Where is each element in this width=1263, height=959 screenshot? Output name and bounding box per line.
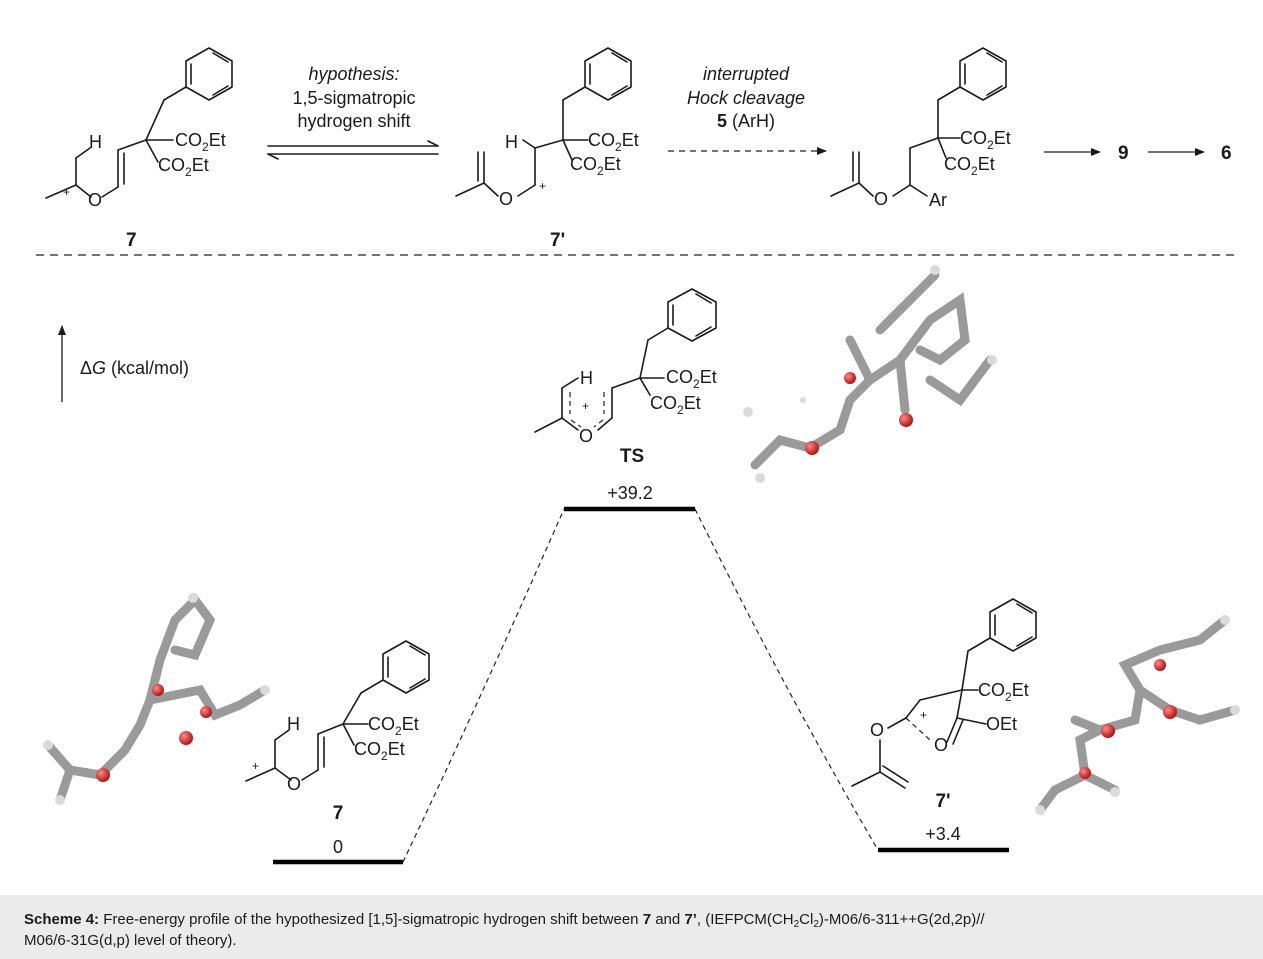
compound-label-9: 9 [1118,143,1129,164]
figure-caption: Scheme 4: Free-energy profile of the hyp… [0,895,1263,959]
compound-label-7prime-bottom: 7' [935,791,950,812]
arrow-reagent: 5 (ArH) [717,111,775,131]
arrow-hypothesis: hypothesis: [308,64,399,84]
level-7prime-value: +3.4 [925,824,961,844]
caption-text: , (IEFPCM(CH [696,911,794,928]
o-atom: O [287,774,301,794]
ester-label: CO2Et [944,154,995,178]
ester-label: CO2Et [354,739,405,763]
molecule-product-top [830,47,1007,197]
caption-text: Cl [799,911,814,928]
o-atom: O [874,189,888,209]
molecule-7-bottom [245,640,430,782]
caption-text: )-M06/6-311++G(2d,2p)// [818,911,985,928]
connector-7-ts [402,508,565,863]
ester-label: CO2Et [588,130,639,154]
ar-group: Ar [929,190,947,210]
compound-label-7prime: 7' [550,230,565,251]
o-atom: O [870,720,884,740]
plus-sign: + [252,759,259,773]
o-atom: O [499,189,513,209]
arrow-sigmatropic: 1,5-sigmatropic [292,88,415,108]
ester-label: CO2Et [158,155,209,179]
ts-3d-model [743,265,997,483]
plus-sign: + [582,399,589,413]
caption-subscript: 2 [793,919,800,930]
o-atom: O [579,426,593,446]
level-7-value: 0 [333,837,343,857]
compound-label-ts: TS [620,446,644,467]
h-atom: H [580,368,593,388]
ester-label: CO2Et [368,714,419,738]
scheme-graphic: H O + CO2Et CO2Et 7 hypothesis: 1,5-sigm… [36,47,1240,865]
arrow-interrupted: interrupted [703,64,790,84]
ester-label: CO2Et [666,367,717,391]
molecule-7prime-bottom [851,598,1037,789]
compound-label-7-bottom: 7 [333,803,344,824]
o-atom: O [934,735,948,755]
ester-label: CO2Et [570,154,621,178]
equilibrium-arrow [267,140,439,160]
caption-text: Free-energy profile of the hypothesized … [99,911,643,928]
caption-text: M06/6-31G(d,p) level of theory). [24,932,237,949]
h-atom: H [287,714,300,734]
arrow-hydrogen-shift: hydrogen shift [297,111,410,131]
caption-label: Scheme 4: [24,911,100,928]
plus-sign: + [63,185,70,199]
ester-label: CO2Et [650,393,701,417]
connector-ts-7prime [694,508,879,851]
molecule-7prime-top [455,47,632,197]
seven-prime-3d-model [1035,615,1240,815]
oet-label: OEt [986,714,1017,734]
level-ts-value: +39.2 [607,483,653,503]
o-atom: O [88,190,102,210]
h-atom: H [505,132,518,152]
arrow-hock-cleavage: Hock cleavage [687,88,805,108]
ester-label: CO2Et [175,130,226,154]
caption-compound: 7 [642,911,652,928]
seven-3d-model [43,593,270,805]
energy-axis-label: ΔG (kcal/mol) [80,358,189,378]
molecule-7-top [45,47,233,199]
plus-sign: + [539,179,546,193]
caption-subscript: 2 [813,919,819,930]
caption-compound: 7’ [684,911,697,928]
molecule-ts [534,288,717,433]
ester-label: CO2Et [960,128,1011,152]
plus-sign: + [920,708,927,722]
ester-label: CO2Et [978,680,1029,704]
h-atom: H [89,132,102,152]
compound-label-7: 7 [126,230,137,251]
caption-text: and [651,911,685,928]
compound-label-6: 6 [1221,143,1232,164]
